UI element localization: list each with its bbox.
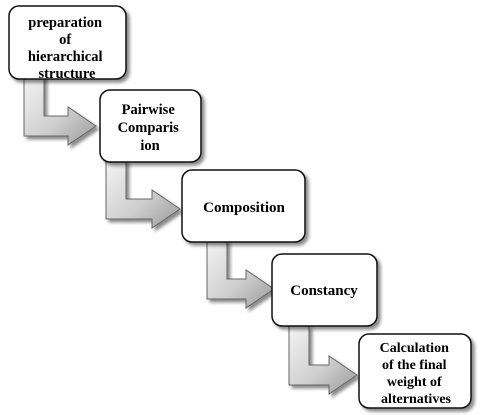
- step-box-3: Composition: [181, 169, 306, 243]
- step-3-line-1: Composition: [203, 200, 285, 216]
- step-4-label: Constancy: [290, 283, 358, 299]
- step-5-line-4: alternatives: [381, 392, 452, 407]
- connector-arrow-1-to-2: [23, 75, 97, 146]
- step-5-line-2: of the final: [382, 358, 447, 373]
- step-1-line-1: preparation: [28, 15, 102, 31]
- step-2-label: Pairwise Comparis ion: [118, 102, 183, 154]
- connector-arrow-4-to-5: [288, 325, 358, 395]
- step-5-label: Calculation of the final weight of alter…: [380, 341, 453, 407]
- step-2-line-3: ion: [140, 138, 159, 154]
- connector-arrow-2-to-3: [105, 159, 181, 229]
- step-1-label: preparation of hierarchical structure: [28, 15, 106, 82]
- step-4-line-1: Constancy: [290, 283, 358, 299]
- step-box-1: preparation of hierarchical structure: [8, 5, 127, 82]
- step-2-line-2: Comparis: [118, 120, 180, 136]
- step-1-line-3: hierarchical: [28, 49, 103, 65]
- step-box-4: Constancy: [271, 253, 378, 327]
- connector-arrows: [23, 75, 358, 395]
- step-1-line-4: structure: [39, 66, 96, 82]
- step-1-line-2: of: [59, 32, 71, 48]
- step-box-2: Pairwise Comparis ion: [99, 89, 202, 163]
- step-2-line-1: Pairwise: [122, 102, 176, 118]
- step-5-line-1: Calculation: [380, 341, 449, 356]
- connector-arrow-3-to-4: [206, 239, 275, 309]
- step-box-5: Calculation of the final weight of alter…: [358, 333, 472, 409]
- step-3-label: Composition: [203, 200, 285, 216]
- step-5-line-3: weight of: [387, 375, 442, 390]
